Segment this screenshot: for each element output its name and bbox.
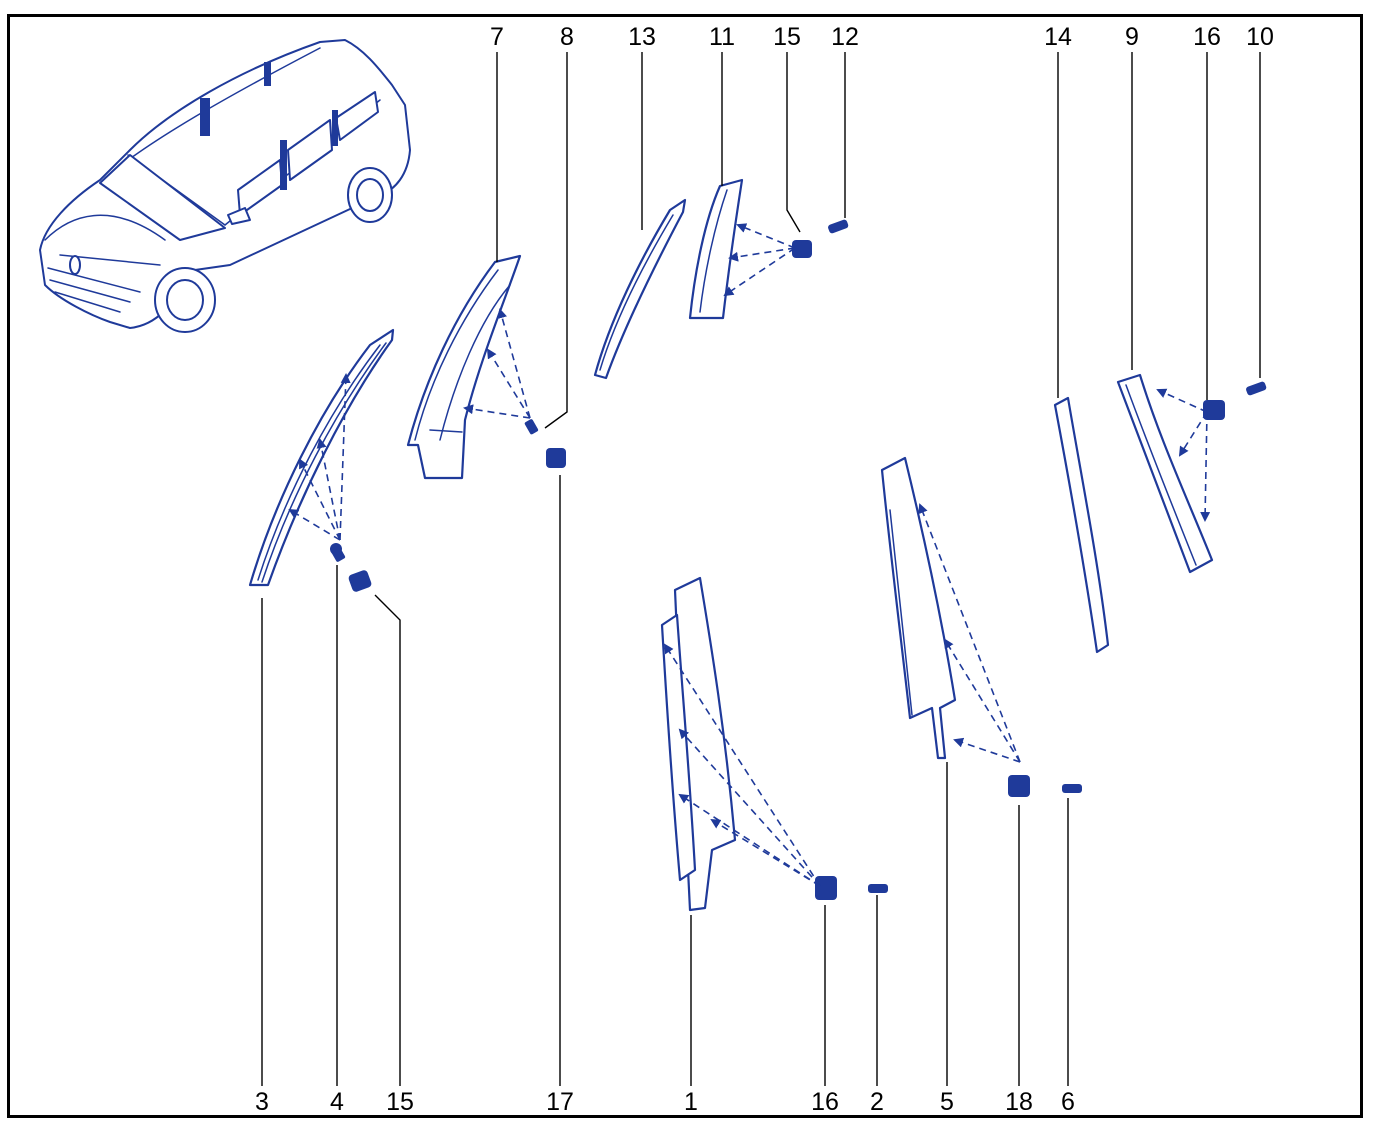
part-10-screw-icon	[1246, 381, 1267, 396]
part-14-trim	[1053, 396, 1110, 654]
callout-16-bottom: 16	[811, 1088, 839, 1116]
callout-1: 1	[684, 1088, 698, 1116]
callout-18: 18	[1005, 1088, 1033, 1116]
part-13-trim	[593, 198, 687, 380]
callout-16-top: 16	[1193, 23, 1221, 51]
callout-8: 8	[560, 23, 574, 51]
callout-2: 2	[870, 1088, 884, 1116]
part-2-screw-icon	[868, 884, 888, 893]
callout-4: 4	[330, 1088, 344, 1116]
part-12-screw-icon	[828, 219, 849, 234]
part-15-clip-icon	[348, 570, 372, 592]
vehicle-overview-icon	[39, 39, 411, 333]
part-5-guide-lines	[918, 503, 1021, 763]
part-16-clip-icon-upper	[1203, 400, 1225, 420]
callout-17: 17	[546, 1088, 574, 1116]
part-7-guide-lines	[463, 308, 531, 419]
callout-10: 10	[1246, 23, 1274, 51]
callout-12: 12	[831, 23, 859, 51]
part-3-trim	[248, 328, 395, 587]
callout-3: 3	[255, 1088, 269, 1116]
callouts-bottom: 3 4 15 17 1 16 2 5 18 6	[255, 1088, 1075, 1116]
callout-15-top: 15	[773, 23, 801, 51]
part-1-trim	[660, 576, 737, 912]
callout-11: 11	[709, 23, 735, 51]
callout-7: 7	[490, 23, 504, 51]
part-9-guide-lines	[1156, 388, 1211, 522]
callouts-top: 7 8 13 11 15 12 14 9 16 10	[490, 23, 1274, 51]
callout-6: 6	[1061, 1088, 1075, 1116]
part-3-guide-lines	[288, 373, 351, 541]
part-6-screw-icon	[1062, 784, 1082, 793]
part-4-screw-icon	[330, 543, 346, 562]
callout-15-bottom: 15	[386, 1088, 414, 1116]
part-1-guide-lines	[663, 643, 821, 887]
callout-9: 9	[1125, 23, 1139, 51]
callout-leaders	[261, 52, 1261, 1086]
part-18-clip-icon	[1008, 775, 1030, 797]
callout-5: 5	[940, 1088, 954, 1116]
part-11-trim	[688, 178, 744, 320]
callout-13: 13	[628, 23, 656, 51]
part-16-clip-icon-lower	[815, 876, 837, 900]
part-5-trim	[880, 456, 957, 760]
part-7-trim	[406, 254, 522, 480]
part-17-clip-icon	[546, 448, 566, 468]
callout-14: 14	[1044, 23, 1072, 51]
part-15-clip-icon-upper	[792, 240, 812, 258]
part-8-screw-icon	[524, 419, 539, 435]
part-11-guide-lines	[723, 223, 796, 297]
part-9-trim	[1116, 373, 1214, 574]
